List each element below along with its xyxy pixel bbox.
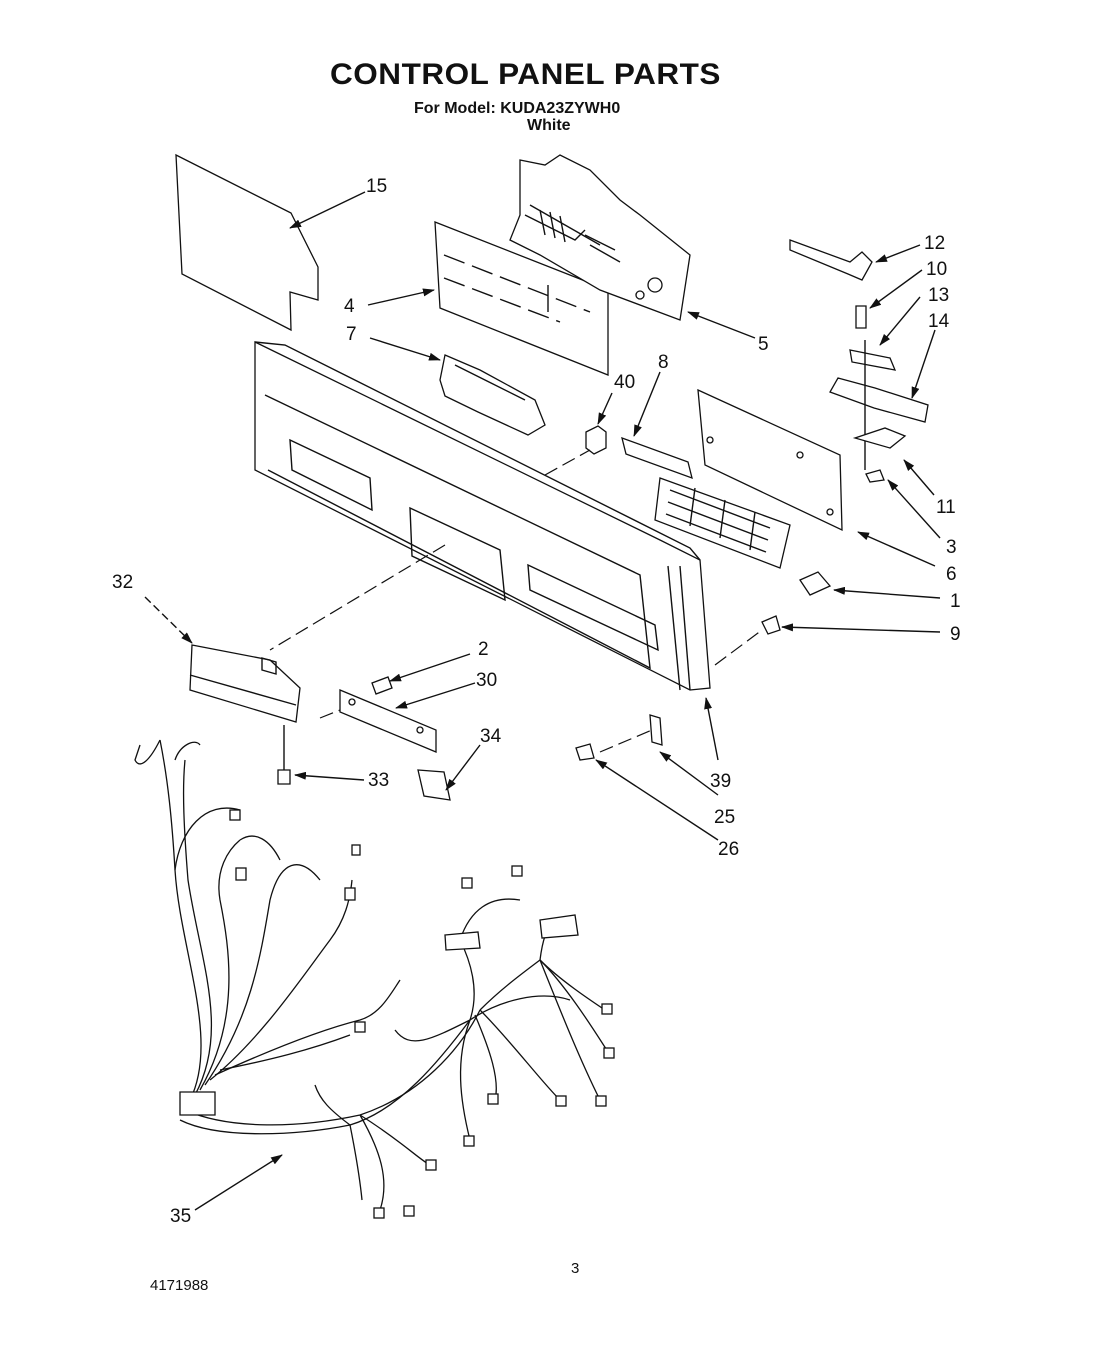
part-26-screw xyxy=(575,743,595,761)
part-8-connector xyxy=(621,436,693,480)
callout-13: 13 xyxy=(928,285,949,306)
part-34-clip xyxy=(417,769,451,801)
callout-3: 3 xyxy=(946,537,957,558)
part-1-clip xyxy=(799,571,832,596)
callout-labels: 15 4 7 5 12 10 13 14 40 8 11 3 6 1 9 32 … xyxy=(112,176,961,1227)
model-color: White xyxy=(527,117,571,134)
callout-11: 11 xyxy=(936,497,956,518)
part-5-control-module xyxy=(509,154,691,321)
part-3-clip xyxy=(865,469,885,483)
callout-32: 32 xyxy=(112,572,133,593)
part-6-switch-grid xyxy=(654,477,791,569)
part-10-screw xyxy=(855,305,867,329)
callout-40: 40 xyxy=(614,372,635,393)
part-39-control-panel xyxy=(254,340,711,691)
part-35-wire-harness xyxy=(134,739,615,1219)
part-30-bracket xyxy=(339,689,437,753)
part-9-screw xyxy=(761,615,781,635)
callout-5: 5 xyxy=(758,334,769,355)
part-13-clip xyxy=(849,349,897,371)
page-title: CONTROL PANEL PARTS xyxy=(330,58,721,91)
callout-26: 26 xyxy=(718,839,739,860)
leader-lines xyxy=(144,191,941,1211)
callout-4: 4 xyxy=(344,296,355,317)
part-25-bracket xyxy=(649,714,663,746)
callout-34: 34 xyxy=(480,726,502,747)
assembly-dash-lines xyxy=(269,449,763,753)
callout-6: 6 xyxy=(946,564,957,585)
callout-1: 1 xyxy=(950,591,961,612)
part-33-screw xyxy=(277,725,291,785)
document-number: 4171988 xyxy=(150,1277,209,1294)
part-12-bracket xyxy=(789,239,873,281)
part-3-rear-board xyxy=(697,388,843,532)
page-number: 3 xyxy=(571,1260,580,1277)
callout-10: 10 xyxy=(926,259,947,280)
part-40-knob xyxy=(585,425,607,455)
callout-7: 7 xyxy=(346,324,357,345)
model-line: For Model: KUDA23ZYWH0 xyxy=(414,100,621,117)
callout-12: 12 xyxy=(924,233,945,254)
part-11-bracket xyxy=(852,427,907,449)
part-4-overlay xyxy=(434,221,609,376)
part-2-screw xyxy=(371,676,393,695)
callout-35: 35 xyxy=(170,1206,191,1227)
callout-30: 30 xyxy=(476,670,497,691)
callout-2: 2 xyxy=(478,639,489,660)
callout-8: 8 xyxy=(658,352,669,373)
callout-15: 15 xyxy=(366,176,387,197)
part-14-pad xyxy=(829,340,929,470)
part-32-trim xyxy=(189,644,301,723)
callout-39: 39 xyxy=(710,771,731,792)
callout-25: 25 xyxy=(714,807,735,828)
callout-14: 14 xyxy=(928,311,950,332)
callout-9: 9 xyxy=(950,624,961,645)
callout-33: 33 xyxy=(368,770,389,791)
part-15-sheet xyxy=(175,153,319,332)
part-7-circuit-board xyxy=(439,354,546,436)
